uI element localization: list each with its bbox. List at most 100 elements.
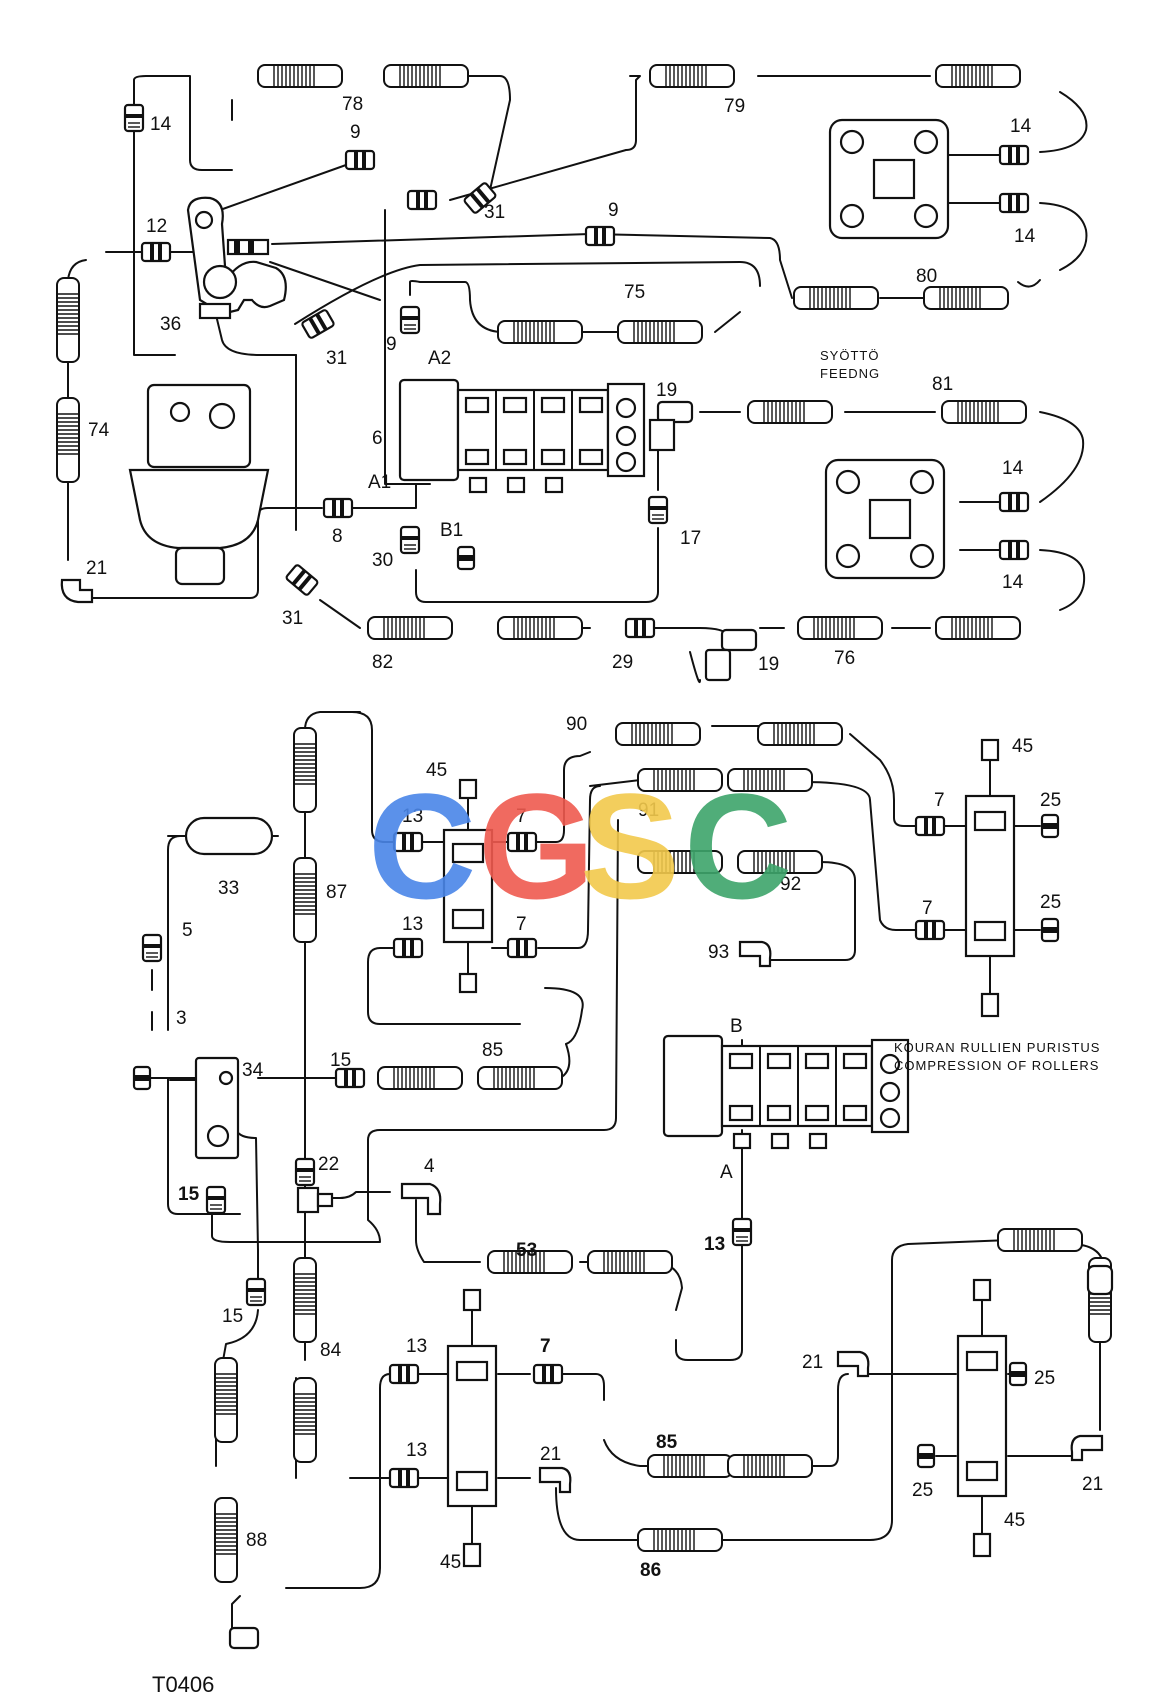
hose-74a — [56, 277, 80, 363]
label-5: 5 — [182, 920, 193, 941]
label-A1: A1 — [368, 472, 391, 493]
hose-79b — [935, 64, 1021, 88]
label-7-e: 7 — [540, 1336, 551, 1357]
label-88: 88 — [246, 1530, 267, 1551]
hose-76b — [935, 616, 1021, 640]
label-15-b: 15 — [178, 1184, 200, 1205]
hose-79a — [649, 64, 735, 88]
components — [128, 118, 1016, 1568]
label-13-c: 13 — [704, 1234, 725, 1255]
label-13-d: 13 — [406, 1336, 427, 1357]
label-9-b: 9 — [608, 200, 619, 221]
valve-36-bracket — [186, 196, 287, 320]
part-number-labels: 78 79 14 14 14 14 14 9 9 9 31 31 31 12 3… — [86, 94, 1103, 1581]
label-75: 75 — [624, 282, 645, 303]
label-31-c: 31 — [282, 608, 303, 629]
label-93: 93 — [708, 942, 729, 963]
hose-88b — [214, 1497, 238, 1583]
caption-rollers-fi: KOURAN RULLIEN PURISTUS — [894, 1040, 1100, 1055]
label-12: 12 — [146, 216, 167, 237]
watermark-logo: C G S C — [368, 762, 792, 930]
cylinder-45-d — [956, 1278, 1008, 1558]
hose-85a — [377, 1066, 463, 1090]
label-79: 79 — [724, 96, 745, 117]
motor-pad-lower — [824, 458, 946, 580]
accumulator-33 — [167, 816, 274, 856]
hose-85d — [727, 1454, 813, 1478]
label-14-d: 14 — [1002, 458, 1024, 479]
hose-75b — [617, 320, 703, 344]
label-74: 74 — [88, 420, 110, 441]
hose-87b — [293, 857, 317, 943]
hose-90b — [757, 722, 843, 746]
watermark-letter-2: G — [478, 762, 595, 930]
upper-circuit-lines — [67, 75, 1088, 683]
hose-81b — [941, 400, 1027, 424]
label-87: 87 — [326, 882, 347, 903]
label-14-a: 14 — [150, 114, 172, 135]
fittings — [60, 103, 1114, 1650]
label-14-e: 14 — [1002, 572, 1024, 593]
watermark-letter-3: S — [580, 762, 680, 930]
label-3: 3 — [176, 1008, 187, 1029]
label-31-a: 31 — [484, 202, 505, 223]
label-B: B — [730, 1016, 743, 1037]
label-14-b: 14 — [1010, 116, 1032, 137]
hose-84b — [293, 1377, 317, 1463]
watermark-letter-4: C — [684, 762, 792, 930]
cylinder-45-b — [964, 738, 1016, 1018]
label-4: 4 — [424, 1156, 435, 1177]
label-25-a: 25 — [1040, 790, 1061, 811]
label-81: 81 — [932, 374, 953, 395]
hose-87a — [293, 727, 317, 813]
label-7-b: 7 — [516, 914, 527, 935]
label-80: 80 — [916, 266, 937, 287]
label-45-d: 45 — [1004, 1510, 1025, 1531]
hose-74b — [56, 397, 80, 483]
hose-81a — [747, 400, 833, 424]
hose-75a — [497, 320, 583, 344]
label-90: 90 — [566, 714, 587, 735]
drawing-code: T0406 — [152, 1672, 214, 1696]
caption-rollers-en: COMPRESSION OF ROLLERS — [894, 1058, 1099, 1073]
label-15-c: 15 — [222, 1306, 243, 1327]
label-8: 8 — [332, 526, 343, 547]
hose-53b — [587, 1250, 673, 1274]
label-30: 30 — [372, 550, 393, 571]
hose-86 — [637, 1528, 723, 1552]
hose-85b — [477, 1066, 563, 1090]
hose-88a — [214, 1357, 238, 1443]
valve-block-34 — [141, 1056, 240, 1160]
label-17: 17 — [680, 528, 701, 549]
hydraulic-motor — [128, 383, 270, 586]
label-53: 53 — [516, 1240, 537, 1261]
label-15-a: 15 — [330, 1050, 351, 1071]
caption-feeding-fi: SYÖTTÖ — [820, 348, 879, 363]
label-84: 84 — [320, 1340, 342, 1361]
valve-block-6 — [398, 378, 646, 494]
hose-82a — [367, 616, 453, 640]
hose-90a — [615, 722, 701, 746]
label-85-b: 85 — [656, 1432, 678, 1453]
label-21-a: 21 — [86, 558, 107, 579]
hose-80a — [793, 286, 879, 310]
label-A: A — [720, 1162, 733, 1183]
label-19-b: 19 — [758, 654, 779, 675]
label-33: 33 — [218, 878, 239, 899]
hose-78a — [257, 64, 343, 88]
label-78: 78 — [342, 94, 363, 115]
label-92: 92 — [780, 874, 801, 895]
label-13-b: 13 — [402, 914, 423, 935]
label-82: 82 — [372, 652, 393, 673]
motor-pad-upper — [828, 118, 950, 240]
label-25-b: 25 — [1040, 892, 1061, 913]
label-9-a: 9 — [350, 122, 361, 143]
hose-85c — [647, 1454, 733, 1478]
hose-82b — [497, 616, 583, 640]
label-21-d: 21 — [1082, 1474, 1103, 1495]
label-34: 34 — [242, 1060, 264, 1081]
label-45-a: 45 — [426, 760, 447, 781]
label-25-c: 25 — [1034, 1368, 1055, 1389]
label-45-c: 45 — [440, 1552, 461, 1573]
